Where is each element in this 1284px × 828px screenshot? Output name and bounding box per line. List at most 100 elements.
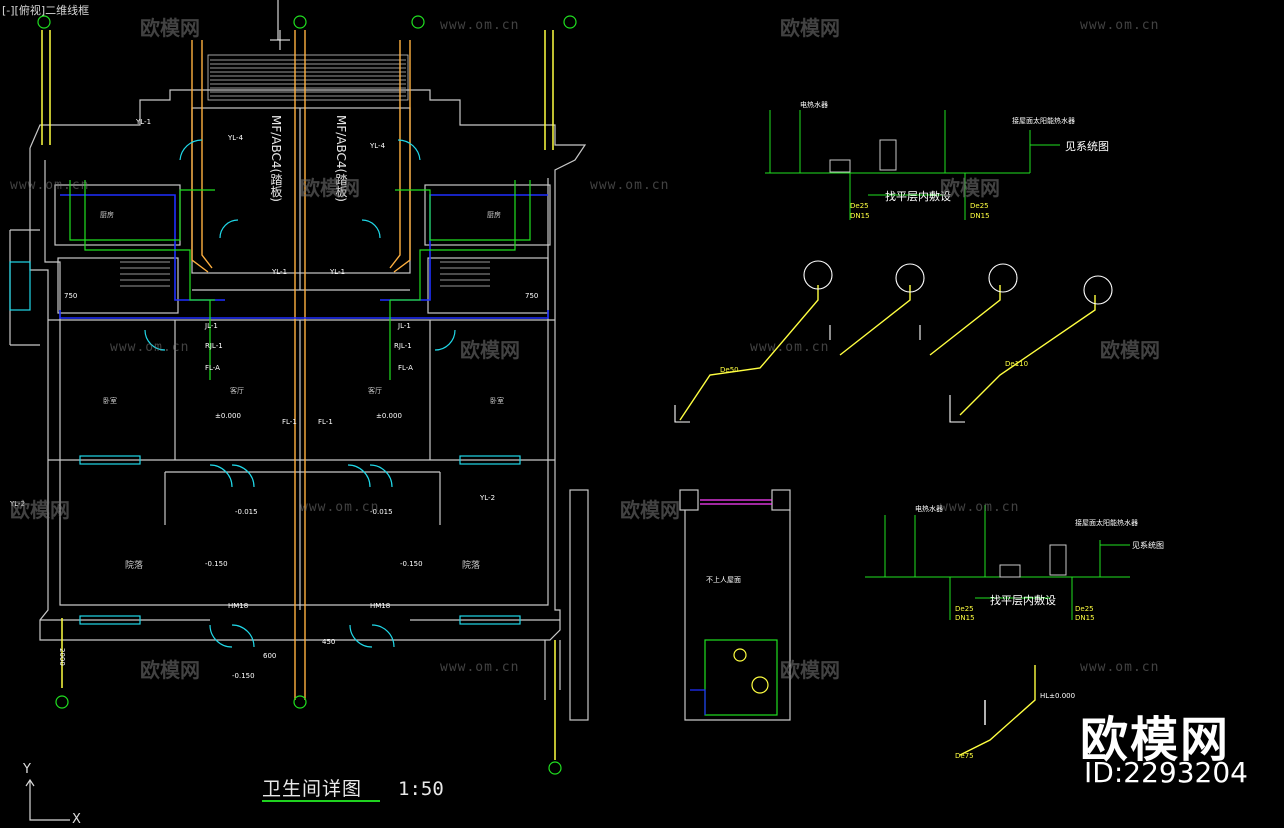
pipe-fl1-left: FL-1 [282, 418, 297, 426]
brand-id: ID:2293204 [1084, 756, 1248, 789]
watermark-url: www.om.cn [300, 500, 380, 515]
level-m015-left: -0.015 [235, 508, 258, 516]
door-hm-right: HM18 [370, 602, 391, 610]
dn15-top-right: DN15 [970, 212, 990, 220]
de25-bottom-right: De25 [1075, 605, 1094, 613]
watermark-url: www.om.cn [1080, 660, 1160, 675]
level-m150-bottom: -0.150 [232, 672, 255, 680]
pipe-jl1-right: JL-1 [398, 322, 411, 330]
watermark-brand: 欧模网 [140, 16, 200, 40]
doors-windows [9, 139, 521, 648]
watermark-brand: 欧模网 [300, 176, 360, 200]
axis-x-label: X [72, 812, 81, 827]
watermark-brand: 欧模网 [140, 658, 200, 682]
center-mark [270, 0, 290, 50]
dim-2000: 2000 [58, 648, 66, 666]
living-label-right: 客厅 [368, 387, 382, 395]
stair-treads [120, 54, 490, 287]
watermark-url: www.om.cn [1080, 18, 1160, 33]
system-top [765, 110, 1060, 220]
courtyard-label-left: 院落 [125, 561, 144, 571]
level-m150-right: -0.150 [400, 560, 423, 568]
pipe-fla-left: FL-A [205, 364, 220, 372]
pipe-rjl1-left: RJL-1 [205, 342, 223, 350]
solar-label-top: 接屋面太阳能热水器 [1012, 117, 1075, 125]
level-0-left: ±0.000 [215, 412, 241, 420]
courtyard-label-right: 院落 [462, 561, 481, 571]
de110-label: De110 [1005, 360, 1029, 368]
pipe-yl4-left: YL-4 [228, 134, 244, 142]
watermark-brand: 欧模网 [620, 498, 680, 522]
drawing-title: 卫生间详图 [262, 778, 363, 800]
dim-450: 450 [322, 638, 336, 646]
bedroom-label-left: 卧室 [103, 397, 117, 405]
title-underline [262, 800, 380, 802]
watermark-brand: 欧模网 [10, 498, 70, 522]
watermark-brand: 欧模网 [460, 338, 520, 362]
watermark-url: www.om.cn [110, 340, 190, 355]
viewport-label[interactable]: [-][俯视]二维线框 [2, 4, 90, 17]
de75-label: De75 [955, 752, 974, 760]
see-system-top: 见系统图 [1065, 140, 1109, 153]
axis-y-label: Y [23, 762, 31, 777]
watermark-brand: 欧模网 [780, 658, 840, 682]
level-m150-left: -0.150 [205, 560, 228, 568]
dim-750-right: 750 [525, 292, 539, 300]
pipe-jl1-left: JL-1 [205, 322, 218, 330]
pipe-yl1-mid-right: YL-1 [330, 268, 346, 276]
de25-top-left: De25 [850, 202, 869, 210]
pipe-rjl1-right: RJL-1 [394, 342, 412, 350]
dn15-top-left: DN15 [850, 212, 870, 220]
stair-core-lines [191, 30, 411, 700]
roof-label: 不上人屋面 [706, 576, 741, 584]
solar-label-bottom: 接屋面太阳能热水器 [1075, 519, 1138, 527]
dn15-bottom-right: DN15 [1075, 614, 1095, 622]
ucs-icon [25, 778, 70, 821]
bedroom-label-right: 卧室 [490, 397, 504, 405]
drawing-scale: 1:50 [398, 778, 444, 800]
bathroom-detail [679, 489, 791, 721]
dn15-bottom-left: DN15 [955, 614, 975, 622]
watermark-url: www.om.cn [10, 178, 90, 193]
watermark-url: www.om.cn [440, 660, 520, 675]
dim-750-left: 750 [64, 292, 78, 300]
pipe-fla-right: FL-A [398, 364, 413, 372]
pipe-yl1-mid-left: YL-1 [272, 268, 288, 276]
pipe-yl2-right: YL-2 [480, 494, 496, 502]
de25-top-right: De25 [970, 202, 989, 210]
water-risers [41, 30, 556, 760]
watermark-brand: 欧模网 [940, 176, 1000, 200]
system-bottom [865, 505, 1130, 620]
pipe-markers [37, 15, 577, 775]
system-small-iso [959, 665, 1036, 756]
watermark-url: www.om.cn [750, 340, 830, 355]
cold-water-lines [59, 194, 549, 319]
heater-label-top: 电热水器 [800, 101, 828, 109]
de50-label: De50 [720, 366, 739, 374]
pipe-yl4-right: YL-4 [370, 142, 386, 150]
isometric-diagrams [674, 260, 1113, 423]
de25-bottom-left: De25 [955, 605, 974, 613]
stair-label-right: MF/ABC4(踏板) [334, 115, 348, 202]
living-label-left: 客厅 [230, 387, 244, 395]
pipe-yl2-left: YL-2 [10, 500, 26, 508]
pipe-fl1-right: FL-1 [318, 418, 333, 426]
dim-600: 600 [263, 652, 277, 660]
kitchen-label-left: 厨房 [100, 211, 114, 219]
level-0-right: ±0.000 [376, 412, 402, 420]
see-system-bottom: 见系统图 [1132, 541, 1164, 550]
note-bottom: 找平层内敷设 [990, 594, 1056, 607]
door-hm-left: HM18 [228, 602, 249, 610]
hl-label: HL±0.000 [1040, 692, 1076, 700]
brand-name: 欧模网 [1080, 712, 1231, 768]
stair-label-left: MF/ABC4(踏板) [269, 115, 283, 202]
hot-water-lines [69, 180, 531, 380]
watermark-url: www.om.cn [940, 500, 1020, 515]
level-m015-right: -0.015 [370, 508, 393, 516]
pipe-yl1-left: YL-1 [136, 118, 152, 126]
heater-label-bottom: 电热水器 [915, 505, 943, 513]
watermark-brand: 欧模网 [1100, 338, 1160, 362]
kitchen-label-right: 厨房 [487, 211, 501, 219]
